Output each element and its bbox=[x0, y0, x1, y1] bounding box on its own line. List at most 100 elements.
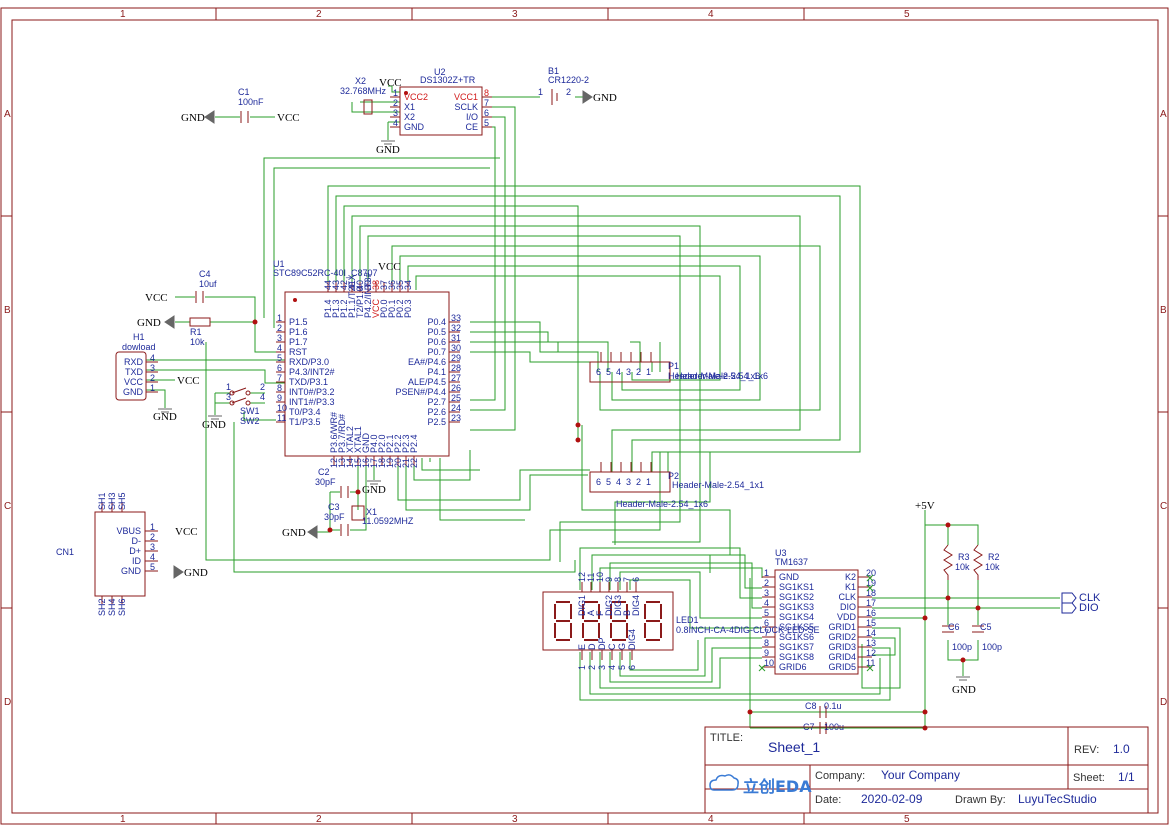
svg-text:4: 4 bbox=[150, 552, 155, 562]
u2-pin-label: VCC1 bbox=[454, 92, 478, 102]
outer-border bbox=[0, 7, 1169, 825]
u1-pin-number: 15 bbox=[353, 458, 363, 468]
svg-text:GND: GND bbox=[181, 112, 205, 124]
svg-text:30pF: 30pF bbox=[324, 512, 345, 522]
u1-pin-number: 10 bbox=[277, 403, 287, 413]
u1-pin-number: 29 bbox=[451, 353, 461, 363]
svg-text:VCC: VCC bbox=[145, 292, 168, 304]
u1-pin-number: 5 bbox=[277, 353, 282, 363]
svg-text:10k: 10k bbox=[985, 562, 1000, 572]
u1-pin-label: P0.1 bbox=[387, 299, 397, 318]
u3-pin-label: DIO bbox=[840, 602, 856, 612]
svg-text:CLK: CLK bbox=[1079, 592, 1101, 604]
svg-text:CN1: CN1 bbox=[56, 547, 74, 557]
u1-ref: U1 bbox=[273, 259, 285, 269]
led1-pin-label: B bbox=[622, 610, 632, 616]
svg-text:2: 2 bbox=[150, 373, 155, 383]
svg-text:5: 5 bbox=[484, 118, 489, 128]
svg-text:GND: GND bbox=[362, 484, 386, 496]
svg-text:VCC: VCC bbox=[175, 526, 198, 538]
u2-pin-label: I/O bbox=[466, 112, 478, 122]
u1-pin-label: P0.0 bbox=[379, 299, 389, 318]
svg-text:Sheet:: Sheet: bbox=[1073, 772, 1105, 784]
svg-text:SH1: SH1 bbox=[97, 492, 107, 510]
p2-body bbox=[589, 471, 671, 493]
zone-col-label: 4 bbox=[708, 9, 714, 20]
u1-pin-label: P0.3 bbox=[403, 299, 413, 318]
svg-text:4: 4 bbox=[616, 477, 621, 487]
u1-pin-label: P1.6 bbox=[289, 327, 308, 337]
u1-pin-label: P2.4 bbox=[409, 434, 419, 453]
svg-text:4: 4 bbox=[616, 367, 621, 377]
svg-text:11: 11 bbox=[586, 573, 596, 582]
u1-pin-number: 31 bbox=[451, 333, 461, 343]
svg-text:P2: P2 bbox=[668, 471, 679, 481]
led-digits bbox=[554, 601, 662, 641]
u1-pin-number: 35 bbox=[395, 280, 405, 290]
u3-pin-label: VDD bbox=[837, 612, 857, 622]
svg-text:1: 1 bbox=[226, 382, 231, 392]
svg-text:CR1220-2: CR1220-2 bbox=[548, 75, 589, 85]
cn1-pin-label: GND bbox=[121, 566, 142, 576]
zone-row-label: C bbox=[4, 501, 11, 512]
u1-pin-number: 3 bbox=[277, 333, 282, 343]
zone-col-label: 1 bbox=[120, 814, 126, 825]
u1-pin-label: INT1#/P3.3 bbox=[289, 397, 335, 407]
u1-pin-number: 39 bbox=[363, 280, 373, 290]
svg-text:10: 10 bbox=[764, 658, 774, 668]
led1-pin-label: C bbox=[607, 643, 617, 650]
svg-text:C1: C1 bbox=[238, 87, 250, 97]
u1-pin-label: EA#/P4.6 bbox=[408, 357, 446, 367]
svg-text:SH3: SH3 bbox=[107, 492, 117, 510]
svg-text:6: 6 bbox=[764, 618, 769, 628]
u2-body bbox=[399, 86, 483, 136]
svg-text:GND: GND bbox=[202, 419, 226, 431]
u1-pin-number: 37 bbox=[379, 280, 389, 290]
svg-text:15: 15 bbox=[866, 618, 876, 628]
h1-body bbox=[115, 351, 147, 401]
u1-pin-number: 1 bbox=[277, 313, 282, 323]
svg-text:20: 20 bbox=[866, 568, 876, 578]
led1-pin-label: DIG2 bbox=[604, 595, 614, 616]
u3-body bbox=[774, 569, 859, 675]
u2-pin-label: CE bbox=[465, 122, 478, 132]
u3-ref: U3 bbox=[775, 548, 787, 558]
u1-pin-number: 25 bbox=[451, 393, 461, 403]
svg-text:C5: C5 bbox=[980, 622, 992, 632]
u1-pin-number: 11 bbox=[277, 413, 286, 423]
u1-pin-label: T2/P1.0 bbox=[355, 286, 365, 318]
u1-pin-number: 21 bbox=[401, 458, 411, 468]
svg-text:3: 3 bbox=[150, 363, 155, 373]
u3-pin-label: SG1KS7 bbox=[779, 642, 814, 652]
u1-pin-label: P3.6/WR# bbox=[329, 412, 339, 453]
svg-text:REV:: REV: bbox=[1074, 744, 1099, 756]
u3-pin-label: GRID4 bbox=[828, 652, 856, 662]
u3-pin-label: GRID2 bbox=[828, 632, 856, 642]
junctions bbox=[252, 319, 981, 731]
u1-pin-number: 26 bbox=[451, 383, 461, 393]
svg-text:10k: 10k bbox=[955, 562, 970, 572]
svg-text:3: 3 bbox=[597, 665, 607, 670]
svg-text:1: 1 bbox=[538, 87, 543, 97]
svg-text:VCC: VCC bbox=[379, 77, 402, 89]
svg-text:18: 18 bbox=[866, 588, 876, 598]
zone-col-label: 5 bbox=[904, 9, 910, 20]
svg-text:VCC: VCC bbox=[378, 261, 401, 273]
zone-row-label: D bbox=[4, 697, 11, 708]
power-symbols: GND VCC VCC GND GND VCC GND VCC GND GND … bbox=[137, 77, 1101, 696]
svg-text:8: 8 bbox=[613, 577, 623, 582]
led1-pin-label: A bbox=[586, 610, 596, 616]
svg-text:5: 5 bbox=[764, 608, 769, 618]
svg-text:SH6: SH6 bbox=[117, 598, 127, 616]
u2-part: DS1302Z+TR bbox=[420, 75, 476, 85]
u1-pin-number: 8 bbox=[277, 383, 282, 393]
u3-pin-label: GRID3 bbox=[828, 642, 856, 652]
svg-text:1: 1 bbox=[646, 367, 651, 377]
svg-text:Drawn By:: Drawn By: bbox=[955, 794, 1006, 806]
svg-text:12: 12 bbox=[577, 572, 587, 582]
cn1-pin-label: D+ bbox=[129, 546, 141, 556]
svg-text:6: 6 bbox=[484, 108, 489, 118]
u3-pin-label: GRID6 bbox=[779, 662, 807, 672]
svg-text:2020-02-09: 2020-02-09 bbox=[861, 792, 923, 806]
